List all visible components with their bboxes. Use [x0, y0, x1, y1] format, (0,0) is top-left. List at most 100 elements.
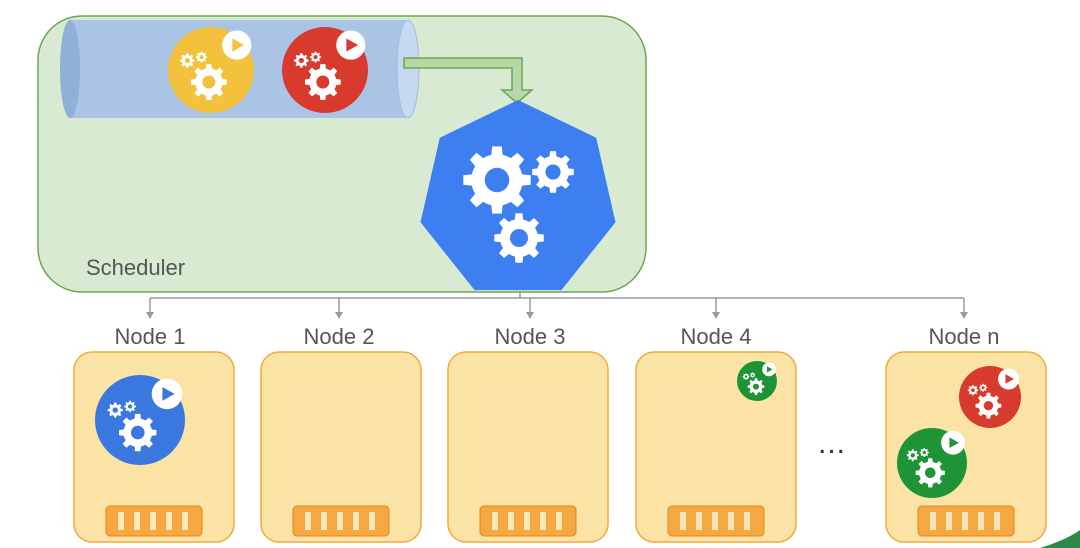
play-triangle: [949, 437, 959, 449]
node-3-box: [447, 351, 609, 543]
play-icon: [941, 430, 965, 455]
queue-back-end: [60, 20, 80, 118]
scheduler-label: Scheduler: [86, 255, 186, 280]
node-4-label: Node 4: [680, 324, 752, 349]
pod-queue: [60, 19, 420, 119]
chip-slot: [696, 512, 702, 530]
chip-slot: [492, 512, 498, 530]
chip-slot: [369, 512, 375, 530]
play-triangle: [162, 387, 175, 401]
connector-arrowhead: [335, 312, 343, 319]
node-n-label: Node n: [928, 324, 1000, 349]
chip-slot: [556, 512, 562, 530]
corner-accent: [1040, 530, 1080, 548]
gear-hole: [130, 425, 145, 440]
arrow-shape: [403, 57, 535, 104]
node-layer: [73, 351, 1080, 548]
chip-slot: [134, 512, 140, 530]
gear-hole: [922, 450, 926, 455]
tiny-gear-icon: [310, 51, 322, 63]
cpu-chip-icon: [917, 505, 1015, 537]
play-icon: [222, 30, 252, 60]
chip-slot: [994, 512, 1000, 530]
pod-gears-play-icon: [282, 27, 368, 113]
gear-hole: [751, 374, 754, 376]
gear-hole: [298, 57, 304, 64]
cpu-chip-icon: [105, 505, 203, 537]
node-card: [260, 351, 422, 543]
play-icon: [151, 378, 183, 410]
chip-slot: [353, 512, 359, 530]
play-triangle: [346, 38, 359, 52]
small-gear-icon: [107, 402, 123, 418]
gear-hole: [971, 388, 975, 393]
tiny-gear-icon: [919, 448, 929, 457]
chip-slot: [118, 512, 124, 530]
large-gear-icon: [747, 378, 765, 395]
engine-large-gear-icon: [463, 146, 531, 214]
chip-slot: [508, 512, 514, 530]
cpu-chip-icon: [292, 505, 390, 537]
gear-hole: [202, 75, 216, 89]
gear-hole: [316, 75, 330, 89]
connector-drop: [146, 298, 154, 319]
tiny-gear-icon: [124, 400, 136, 413]
tiny-gear-icon: [196, 51, 208, 63]
play-icon: [998, 368, 1020, 390]
play-triangle: [1005, 374, 1014, 384]
play-triangle: [766, 366, 773, 373]
chip-slot: [182, 512, 188, 530]
gear-hole: [510, 229, 528, 247]
large-gear-icon: [119, 413, 157, 452]
connector-drop: [960, 298, 968, 319]
gear-hole: [199, 55, 204, 60]
chip-slot: [166, 512, 172, 530]
node-card: [447, 351, 609, 543]
pod-gears-play-icon: [95, 375, 185, 465]
chip-slot: [978, 512, 984, 530]
chip-slot: [962, 512, 968, 530]
small-gear-icon: [294, 53, 309, 68]
node-2-label: Node 2: [303, 324, 375, 349]
chip-slot: [305, 512, 311, 530]
scheduler-layer: [37, 15, 647, 293]
large-gear-icon: [304, 64, 341, 100]
connector-arrowhead: [146, 312, 154, 319]
chip-slot: [728, 512, 734, 530]
chip-slot: [524, 512, 530, 530]
connector-drop: [335, 298, 343, 319]
node-2-box: [260, 351, 422, 543]
pod-gears-play-icon: [959, 366, 1021, 428]
chip-slot: [930, 512, 936, 530]
chip-slot: [540, 512, 546, 530]
pod-gears-play-icon: [168, 27, 254, 113]
node-1-box: [73, 351, 235, 543]
engine-small-gear-icon: [532, 151, 574, 193]
connector-arrowhead: [960, 312, 968, 319]
node-3-label: Node 3: [494, 324, 566, 349]
gear-hole: [910, 453, 915, 458]
bent-arrow-icon: [403, 57, 535, 104]
gear-hole: [313, 55, 318, 60]
small-gear-icon: [742, 373, 750, 380]
engine-medium-gear-icon: [494, 213, 544, 263]
chip-slot: [744, 512, 750, 530]
play-triangle: [232, 38, 245, 52]
cpu-chip-icon: [667, 505, 765, 537]
small-gear-icon: [906, 449, 919, 462]
cpu-chip-icon: [479, 505, 577, 537]
chip-slot: [680, 512, 686, 530]
connector-drop: [526, 298, 534, 319]
gear-hole: [484, 167, 510, 193]
connector-drop: [712, 298, 720, 319]
gear-hole: [752, 383, 760, 390]
play-icon: [762, 362, 776, 377]
more-nodes-ellipsis: ...: [818, 427, 847, 460]
node-n-box: [885, 351, 1047, 543]
chip-slot: [337, 512, 343, 530]
large-gear-icon: [190, 64, 227, 100]
gear-hole: [184, 57, 190, 64]
large-gear-icon: [915, 458, 945, 488]
